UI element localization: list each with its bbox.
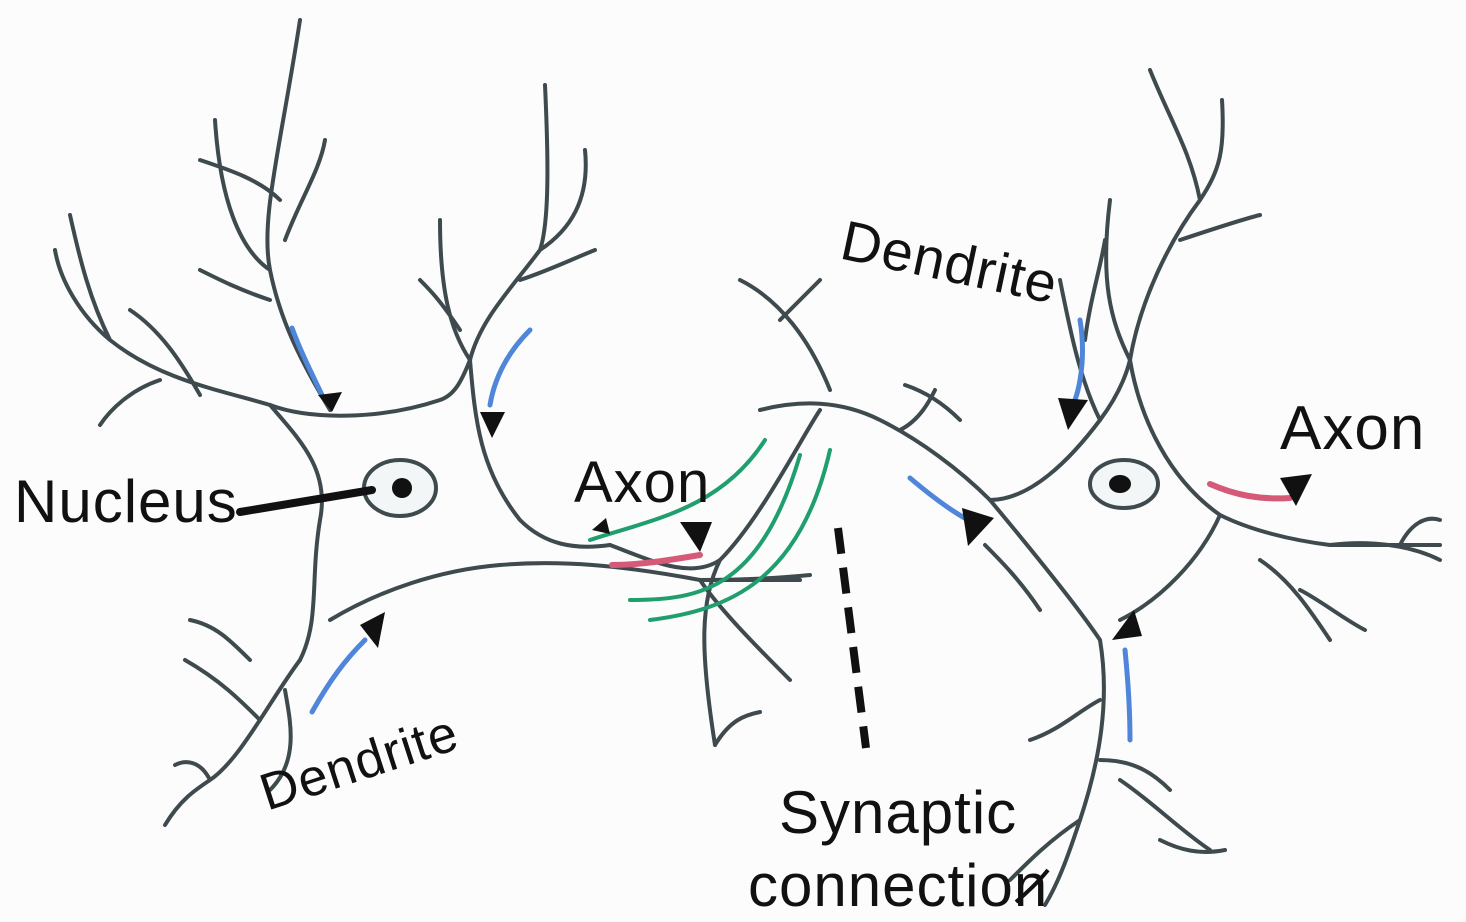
- axon-terminal: [740, 280, 990, 500]
- signal-arrow-right-left: [910, 478, 968, 520]
- label-synaptic-line2: connection: [748, 849, 1048, 922]
- left-nucleus-dot: [392, 478, 412, 498]
- arrowhead-upper-middle: [480, 412, 505, 438]
- right-dendrite-upper: [1060, 70, 1260, 420]
- arrowhead-upper-left: [318, 392, 342, 412]
- left-neuron: [55, 20, 820, 825]
- signal-arrow-upper-middle: [490, 330, 530, 405]
- right-nucleus-dot: [1109, 475, 1131, 493]
- label-axon-right: Axon: [1280, 398, 1425, 460]
- nucleus-leader-line: [240, 490, 372, 512]
- label-synaptic-line1: Synaptic: [748, 776, 1048, 849]
- signal-arrow-upper-left: [292, 328, 322, 395]
- arrowhead-right-upper: [1058, 398, 1088, 430]
- signal-arrow-lower-left: [312, 640, 365, 712]
- axon-highlight-right: [1210, 484, 1290, 498]
- axon-highlights: [612, 484, 1290, 565]
- left-dendrite-upper-middle: [200, 20, 330, 410]
- synaptic-dashed-pointer: [838, 528, 866, 748]
- signal-arrows: [292, 320, 1130, 740]
- signal-arrow-right-lower: [1125, 650, 1130, 740]
- arrowhead-axon-left: [680, 522, 712, 552]
- arrowheads: [318, 392, 1312, 648]
- arrowhead-right-left: [962, 508, 994, 546]
- axon-terminal-branches: [740, 280, 990, 500]
- label-axon-left: Axon: [574, 454, 710, 512]
- left-dendrite-upper-right: [420, 85, 595, 360]
- label-nucleus: Nucleus: [14, 472, 238, 532]
- arrowhead-axon-tip: [592, 518, 610, 534]
- axon-highlight-left: [612, 555, 700, 565]
- left-neuron-body-outline: [270, 360, 800, 660]
- label-synaptic-connection: Synaptic connection: [748, 776, 1048, 922]
- left-dendrite-upper-left: [55, 215, 270, 425]
